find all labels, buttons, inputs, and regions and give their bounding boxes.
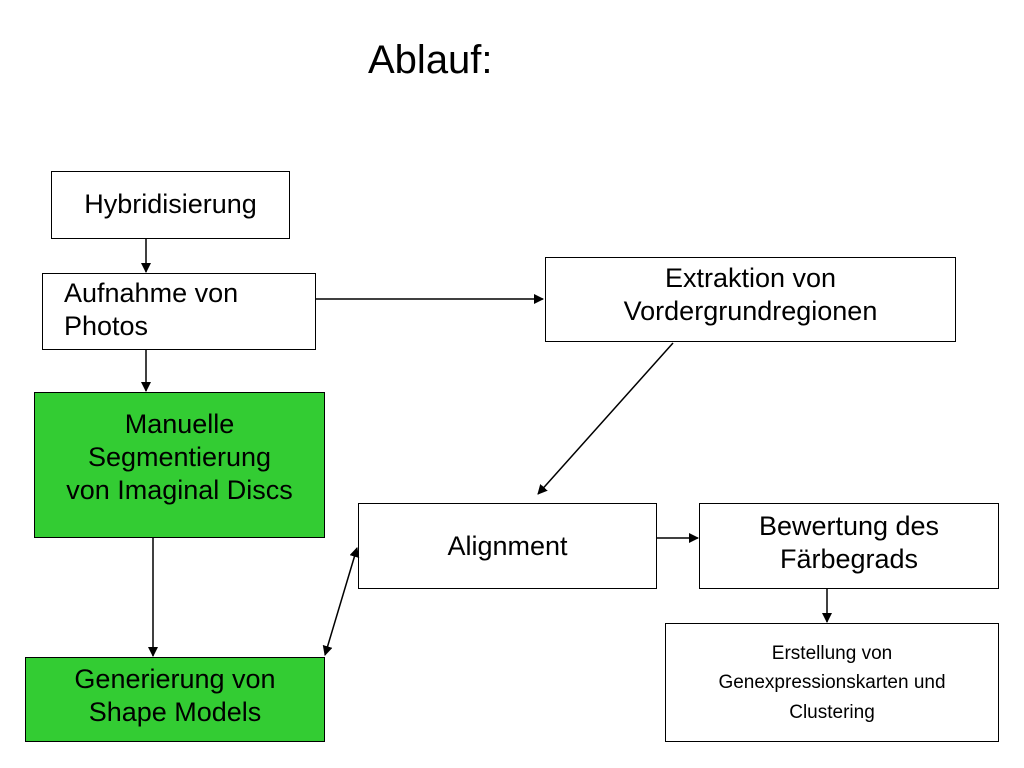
node-generierung-box [25,657,325,742]
node-manuelle-box [34,392,325,538]
arrow-extraktion-to-alignment [537,342,674,495]
node-hybridisierung-box [51,171,290,239]
node-hybridisierung-label: Hybridisierung [84,189,257,219]
diagram-title: Ablauf: [368,38,493,82]
node-alignment-label: Alignment [447,531,568,561]
node-generierung-label: Generierung von Shape Models [74,664,276,727]
node-alignment-box [358,503,657,589]
node-erstellung-label: Erstellung von Genexpressionskarten und … [718,643,946,723]
node-bewertung-box [699,503,999,589]
arrow-generierung-alignment-bidirectional [322,547,360,656]
node-aufnahme-label: Aufnahme von Photos [64,278,239,341]
node-manuelle-label: Manuelle Segmentierung von Imaginal Disc… [66,409,293,505]
node-bewertung-label: Bewertung des Färbegrads [758,511,940,574]
node-extraktion-label: Extraktion von Vordergrundregionen [623,263,878,326]
node-erstellung-box [665,623,999,742]
node-aufnahme-box [42,273,316,350]
node-extraktion-box [545,257,956,342]
